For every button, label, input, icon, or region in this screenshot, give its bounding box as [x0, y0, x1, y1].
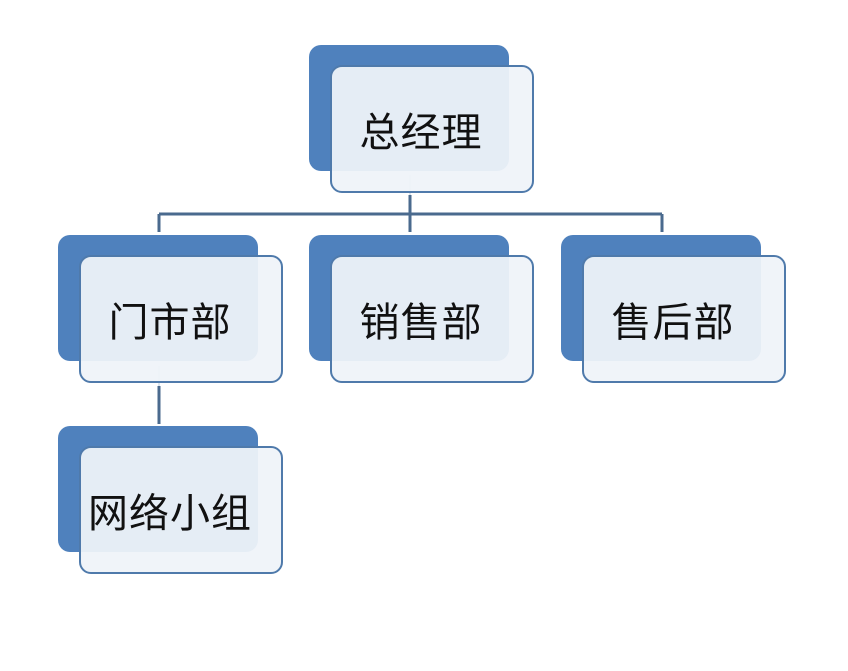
node-label: 门市部: [108, 300, 232, 346]
node-front-box: 门市部: [79, 255, 283, 383]
node-network-group: 网络小组: [58, 426, 286, 578]
node-label: 总经理: [359, 110, 483, 156]
node-label: 售后部: [611, 300, 735, 346]
node-front-box: 总经理: [330, 65, 534, 193]
node-sales-department: 销售部: [309, 235, 537, 387]
node-general-manager: 总经理: [309, 45, 537, 197]
node-store-department: 门市部: [58, 235, 286, 387]
node-front-box: 销售部: [330, 255, 534, 383]
node-label: 网络小组: [88, 491, 252, 537]
node-front-box: 售后部: [582, 255, 786, 383]
node-label: 销售部: [359, 300, 483, 346]
node-front-box: 网络小组: [79, 446, 283, 574]
node-after-sales-department: 售后部: [561, 235, 789, 387]
